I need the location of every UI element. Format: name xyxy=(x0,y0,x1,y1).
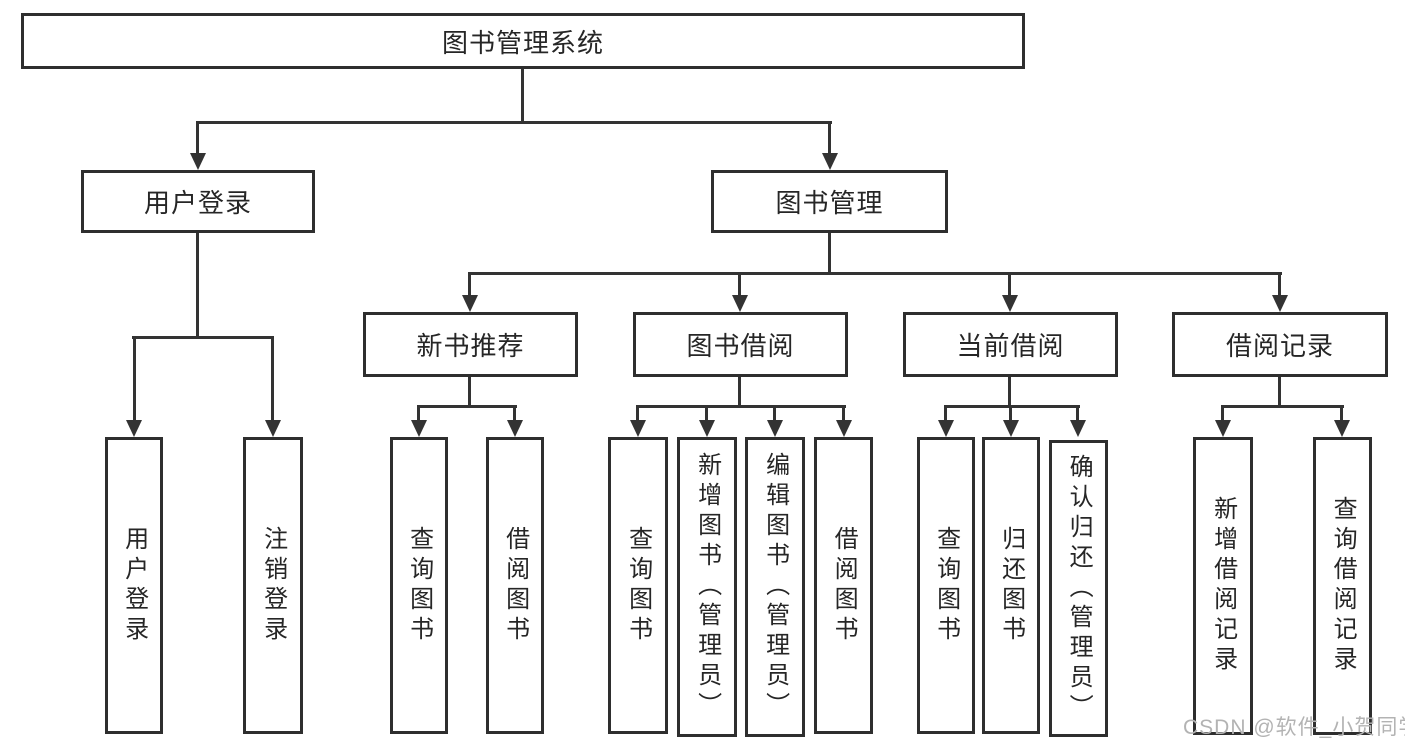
connector-arrow-line xyxy=(828,121,831,154)
leaf-label: 借阅图书 xyxy=(830,525,858,646)
arrow-down-icon xyxy=(1003,420,1019,437)
arrow-down-icon xyxy=(1070,420,1086,437)
node-current-borrowing: 当前借阅 xyxy=(903,312,1118,377)
leaf-confirm-return-admin: 确认归还（管理员） xyxy=(1049,440,1108,737)
arrow-down-icon xyxy=(630,420,646,437)
leaf-label: 查询借阅记录 xyxy=(1329,496,1357,676)
node-new-book-recommendation: 新书推荐 xyxy=(363,312,578,377)
leaf-logout: 注销登录 xyxy=(243,437,303,734)
connector-book-borrowing-stem xyxy=(738,377,741,408)
arrow-down-icon xyxy=(836,420,852,437)
connector-arrow-line xyxy=(1009,405,1012,422)
leaf-label: 查询图书 xyxy=(624,525,652,646)
arrow-down-icon xyxy=(1334,420,1350,437)
connector-arrow-line xyxy=(271,336,274,422)
leaf-label: 查询图书 xyxy=(932,525,960,646)
connector-arrow-line xyxy=(468,272,471,297)
arrow-down-icon xyxy=(265,420,281,437)
leaf-query-books: 查询图书 xyxy=(608,437,668,734)
connector-borrowing-records-stem xyxy=(1278,377,1281,408)
node-label: 图书借阅 xyxy=(686,331,795,361)
node-label: 图书管理系统 xyxy=(441,27,604,58)
node-borrowing-records: 借阅记录 xyxy=(1172,312,1388,377)
leaf-add-book-admin: 新增图书（管理员） xyxy=(677,437,737,737)
arrow-down-icon xyxy=(1215,420,1231,437)
leaf-label: 编辑图书（管理员） xyxy=(761,452,789,722)
leaf-borrow-books: 借阅图书 xyxy=(814,437,873,734)
connector-arrow-line xyxy=(1076,405,1079,422)
connector-user-login-stem xyxy=(196,233,199,338)
connector-arrow-line xyxy=(417,405,420,422)
node-book-management: 图书管理 xyxy=(711,170,948,233)
connector-user-login-rail xyxy=(132,336,274,339)
connector-new-book-rail xyxy=(417,405,517,408)
leaf-label: 借阅图书 xyxy=(501,525,529,646)
arrow-down-icon xyxy=(190,153,206,170)
arrow-down-icon xyxy=(507,420,523,437)
arrow-down-icon xyxy=(732,295,748,312)
node-user-login: 用户登录 xyxy=(81,170,315,233)
leaf-query-books: 查询图书 xyxy=(390,437,448,734)
connector-arrow-line xyxy=(636,405,639,422)
connector-book-management-stem xyxy=(828,233,831,275)
node-label: 借阅记录 xyxy=(1225,331,1334,361)
connector-arrow-line xyxy=(196,121,199,154)
connector-arrow-line xyxy=(133,336,136,422)
connector-arrow-line xyxy=(705,405,708,422)
arrow-down-icon xyxy=(411,420,427,437)
connector-book-borrowing-rail xyxy=(636,405,846,408)
node-book-borrowing: 图书借阅 xyxy=(633,312,848,377)
leaf-label: 新增借阅记录 xyxy=(1209,496,1237,676)
arrow-down-icon xyxy=(126,420,142,437)
leaf-label: 归还图书 xyxy=(997,525,1025,646)
connector-arrow-line xyxy=(773,405,776,422)
node-label: 新书推荐 xyxy=(416,331,525,361)
leaf-label: 查询图书 xyxy=(405,525,433,646)
connector-arrow-line xyxy=(1221,405,1224,422)
connector-arrow-line xyxy=(1278,272,1281,297)
connector-root-stem xyxy=(521,69,524,124)
connector-arrow-line xyxy=(1008,272,1011,297)
node-label: 图书管理 xyxy=(775,188,884,218)
connector-arrow-line xyxy=(842,405,845,422)
leaf-borrow-books: 借阅图书 xyxy=(486,437,544,734)
connector-arrow-line xyxy=(738,272,741,297)
arrow-down-icon xyxy=(938,420,954,437)
connector-current-borrowing-stem xyxy=(1008,377,1011,408)
arrow-down-icon xyxy=(699,420,715,437)
leaf-add-borrow-record: 新增借阅记录 xyxy=(1193,437,1253,735)
leaf-label: 新增图书（管理员） xyxy=(693,452,721,722)
leaf-label: 确认归还（管理员） xyxy=(1065,453,1093,724)
node-label: 当前借阅 xyxy=(956,331,1065,361)
arrow-down-icon xyxy=(822,153,838,170)
leaf-query-borrow-record: 查询借阅记录 xyxy=(1313,437,1372,735)
connector-level3-rail xyxy=(468,272,1282,275)
connector-current-borrowing-rail xyxy=(944,405,1080,408)
connector-new-book-stem xyxy=(468,377,471,408)
arrow-down-icon xyxy=(767,420,783,437)
connector-arrow-line xyxy=(1340,405,1343,422)
leaf-edit-book-admin: 编辑图书（管理员） xyxy=(745,437,805,737)
leaf-label: 注销登录 xyxy=(259,525,287,646)
arrow-down-icon xyxy=(1272,295,1288,312)
leaf-user-login: 用户登录 xyxy=(105,437,163,734)
connector-level2-rail xyxy=(196,121,832,124)
arrow-down-icon xyxy=(1002,295,1018,312)
connector-arrow-line xyxy=(944,405,947,422)
node-library-management-system: 图书管理系统 xyxy=(21,13,1025,69)
watermark-text: CSDN @软件_小贺同学 xyxy=(1183,716,1405,739)
connector-arrow-line xyxy=(513,405,516,422)
node-label: 用户登录 xyxy=(143,188,252,218)
arrow-down-icon xyxy=(462,295,478,312)
connector-borrowing-records-rail xyxy=(1221,405,1344,408)
leaf-label: 用户登录 xyxy=(120,525,148,646)
leaf-query-books: 查询图书 xyxy=(917,437,975,734)
leaf-return-books: 归还图书 xyxy=(982,437,1040,734)
